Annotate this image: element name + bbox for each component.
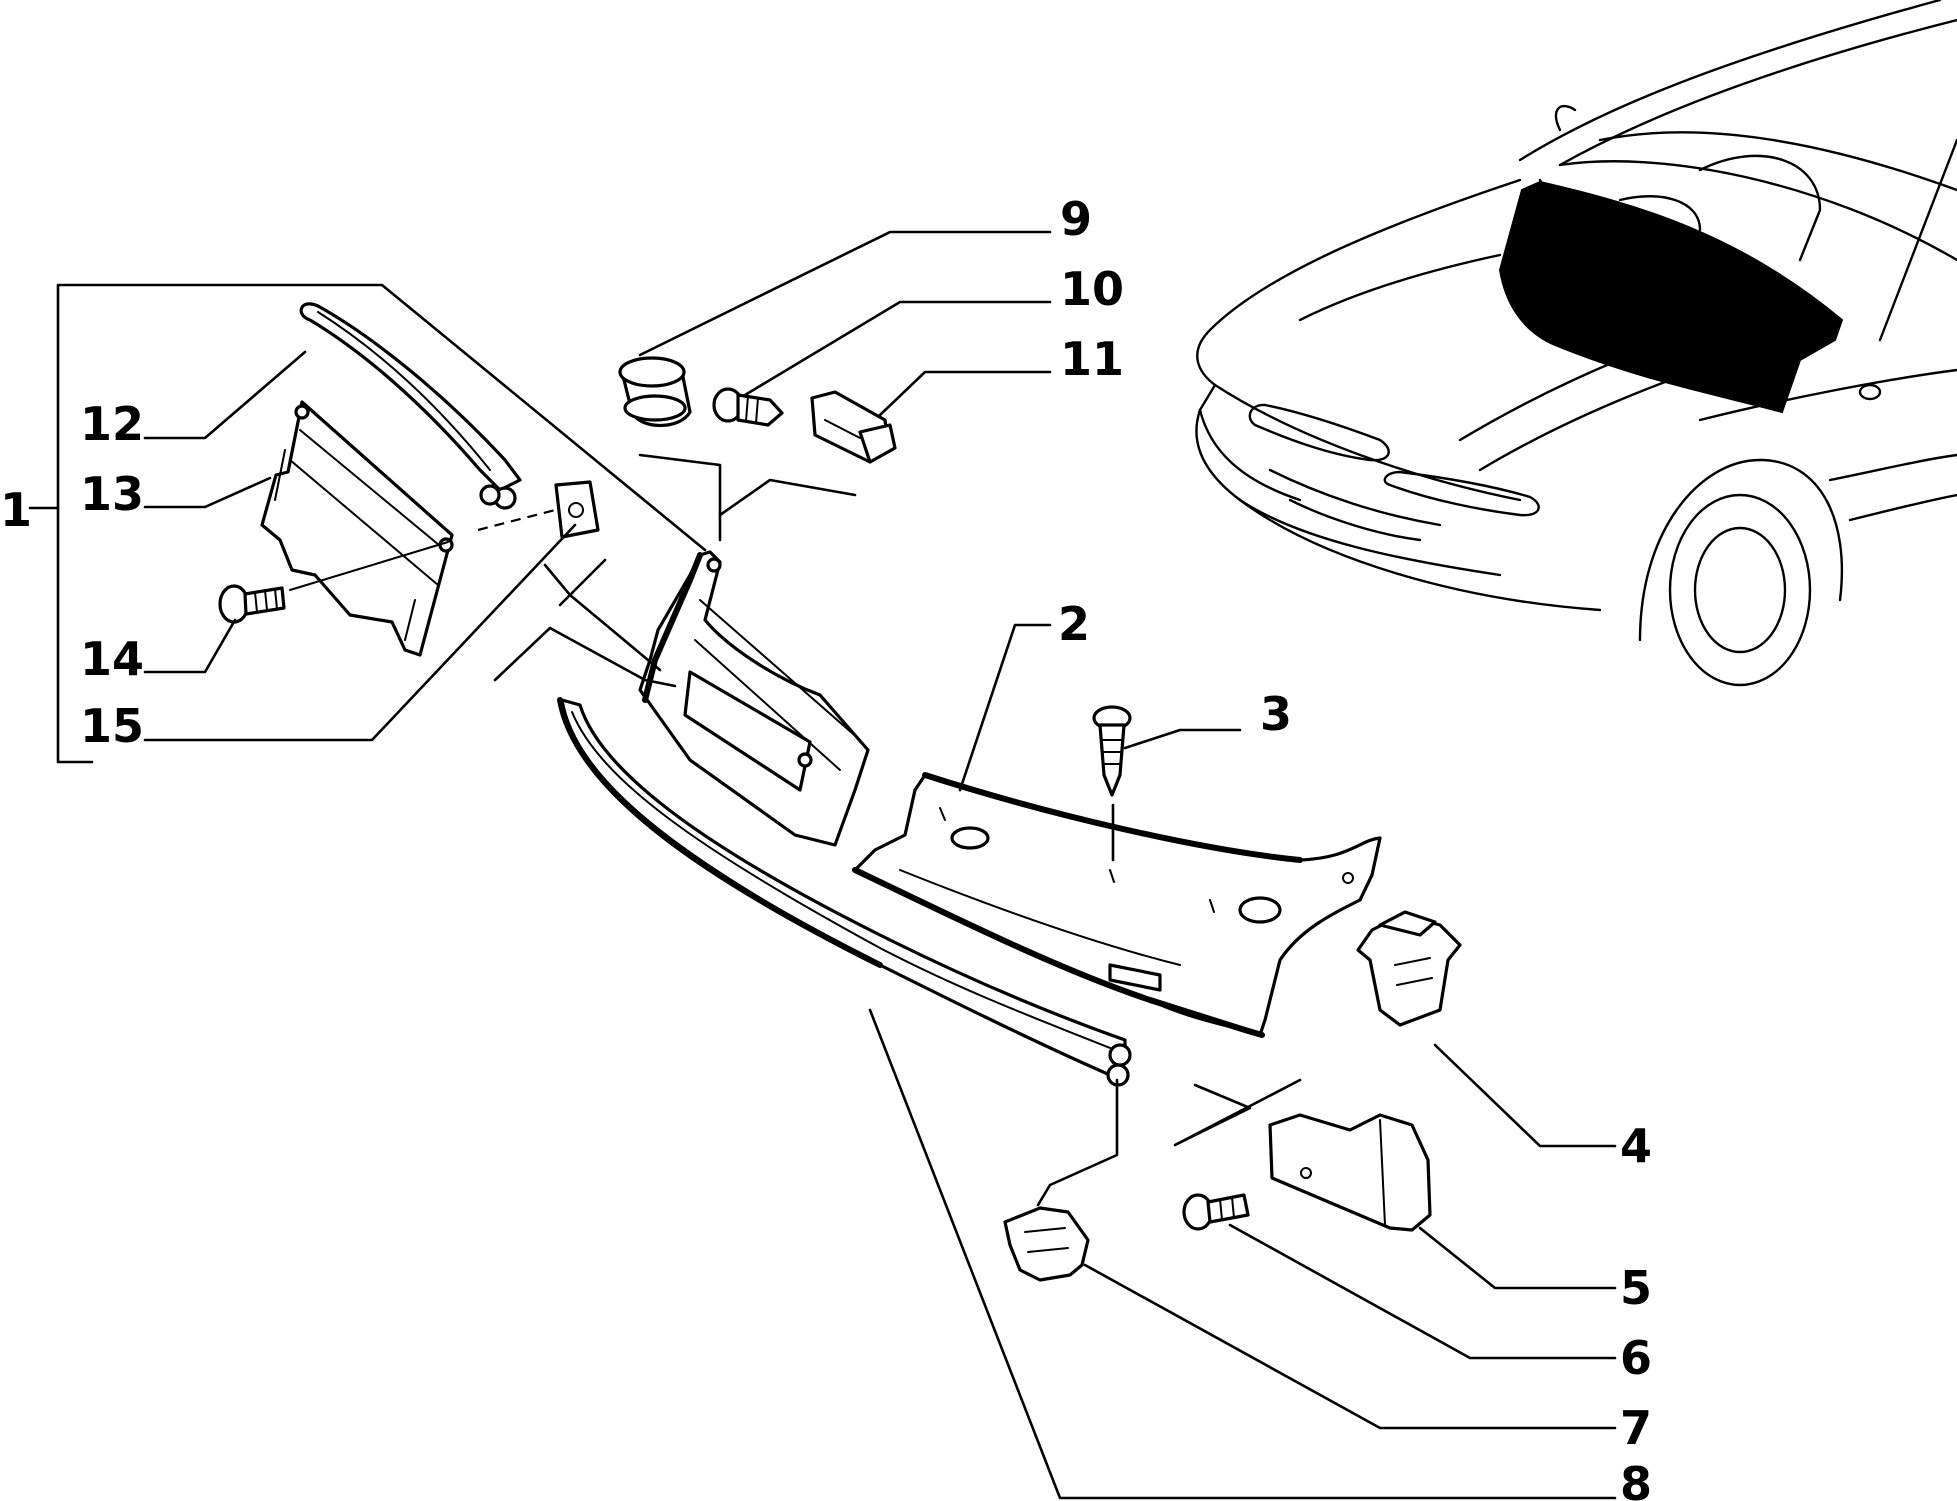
label-1: 1	[0, 483, 32, 537]
part-8-long-seal	[557, 697, 1132, 1087]
label-2: 2	[1058, 597, 1090, 651]
part-10-screw	[712, 387, 784, 427]
label-11: 11	[1060, 332, 1124, 386]
part-4-clip	[1356, 910, 1462, 1027]
group-marker-9-11	[638, 453, 857, 517]
part-2-cowl-grille	[852, 772, 1382, 1038]
label-5: 5	[1620, 1261, 1652, 1315]
car-illustration	[1195, 0, 1957, 687]
part-13-panel	[260, 400, 454, 657]
leader-lines	[143, 230, 1617, 1500]
guide-line-b	[558, 558, 607, 607]
guide-line-c	[543, 563, 662, 672]
part-12-seal-strip	[299, 302, 522, 510]
part-6-screw	[1182, 1193, 1250, 1231]
part-7-connector	[1036, 1078, 1119, 1207]
part-3-screw	[1092, 705, 1132, 862]
part-15-clip-nut	[477, 480, 600, 539]
part-labels: 1 2 3 4 5 6 7 8 9 10 11 12 13 14 15	[0, 192, 1652, 1501]
label-10: 10	[1060, 262, 1124, 316]
zigzag-marker-a	[1173, 1078, 1302, 1147]
label-3: 3	[1260, 687, 1292, 741]
label-9: 9	[1060, 192, 1092, 246]
left-cowl-piece	[638, 550, 870, 847]
label-15: 15	[80, 699, 144, 753]
label-12: 12	[80, 397, 144, 451]
part-5-bracket	[1268, 1113, 1432, 1232]
label-8: 8	[1620, 1457, 1652, 1501]
label-6: 6	[1620, 1331, 1652, 1385]
label-13: 13	[80, 467, 144, 521]
label-4: 4	[1620, 1119, 1652, 1173]
part-11-clip	[810, 390, 897, 464]
highlighted-cowl-panel	[1498, 180, 1844, 414]
part-7-clip	[1003, 1206, 1090, 1282]
guide-line-a	[493, 626, 677, 688]
group-bracket-1	[28, 283, 707, 764]
part-9-plug	[618, 356, 692, 427]
label-7: 7	[1620, 1401, 1652, 1455]
label-14: 14	[80, 632, 144, 686]
